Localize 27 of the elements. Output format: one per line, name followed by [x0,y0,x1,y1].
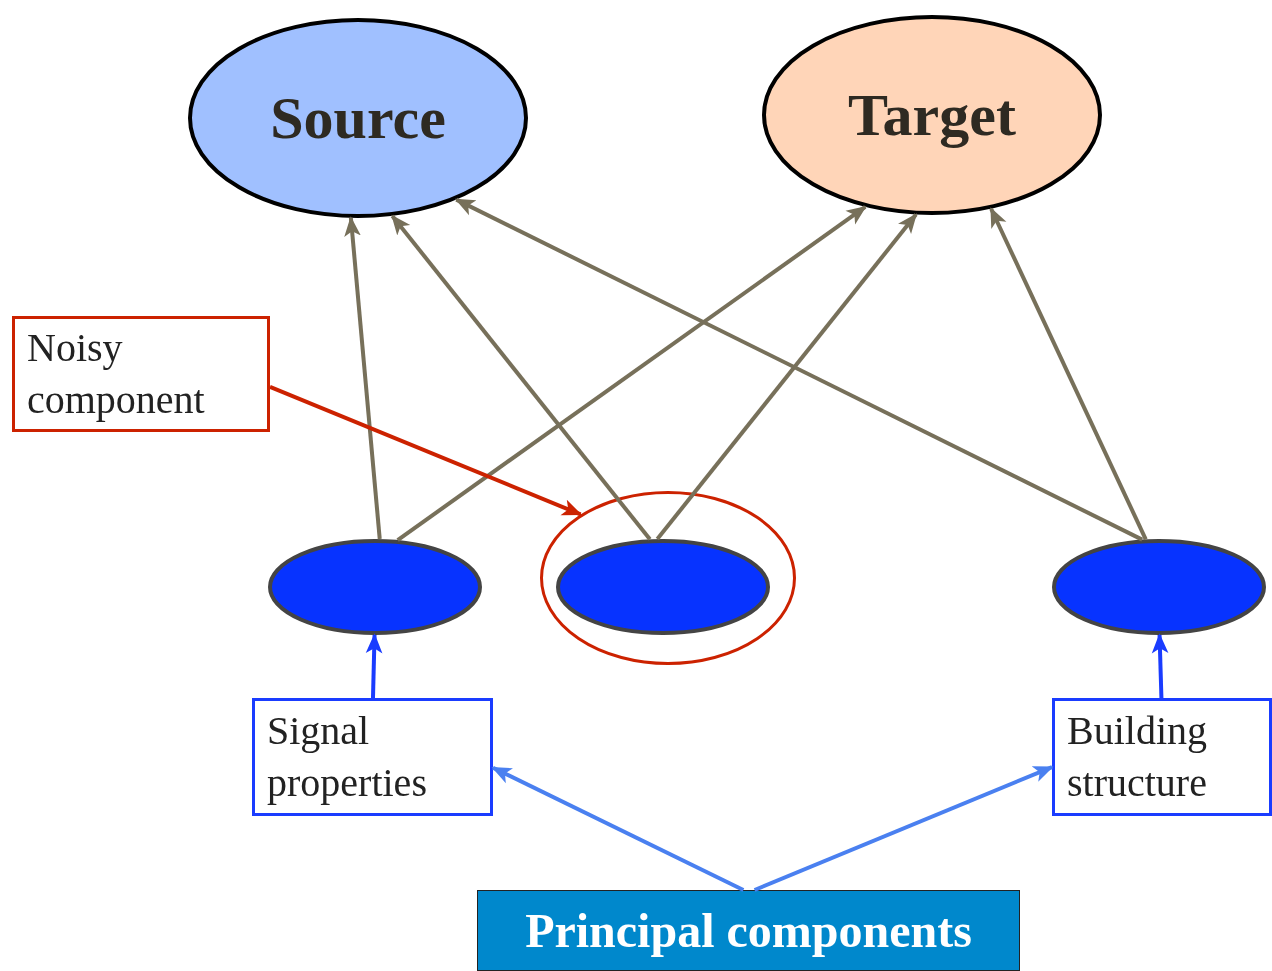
label-box [12,316,270,432]
label-box [477,890,1020,971]
node-label: Noisy component [26,324,206,424]
arrow [1151,633,1169,699]
node-label: Target [848,81,1016,150]
arrow [655,213,918,541]
arrow [989,207,1148,541]
label-box [252,698,493,816]
node-label: Building structure [1066,707,1209,807]
node-label: Principal components [525,902,972,959]
ellipse-node [188,18,528,218]
node-label: Source [270,84,446,153]
ellipse-node [1052,539,1266,635]
node-label: Signal properties [266,707,428,807]
arrow [269,385,583,517]
arrow [491,765,745,892]
arrow [396,205,867,542]
arrow [753,765,1054,892]
arrow [344,216,382,540]
arrow [390,214,652,541]
ellipse-node [762,15,1102,215]
ellipse-node [268,539,482,635]
ellipse-node [556,539,770,635]
label-box [1052,698,1272,816]
ellipse-node [540,491,796,665]
arrow [365,633,383,699]
arrow [454,197,1144,542]
